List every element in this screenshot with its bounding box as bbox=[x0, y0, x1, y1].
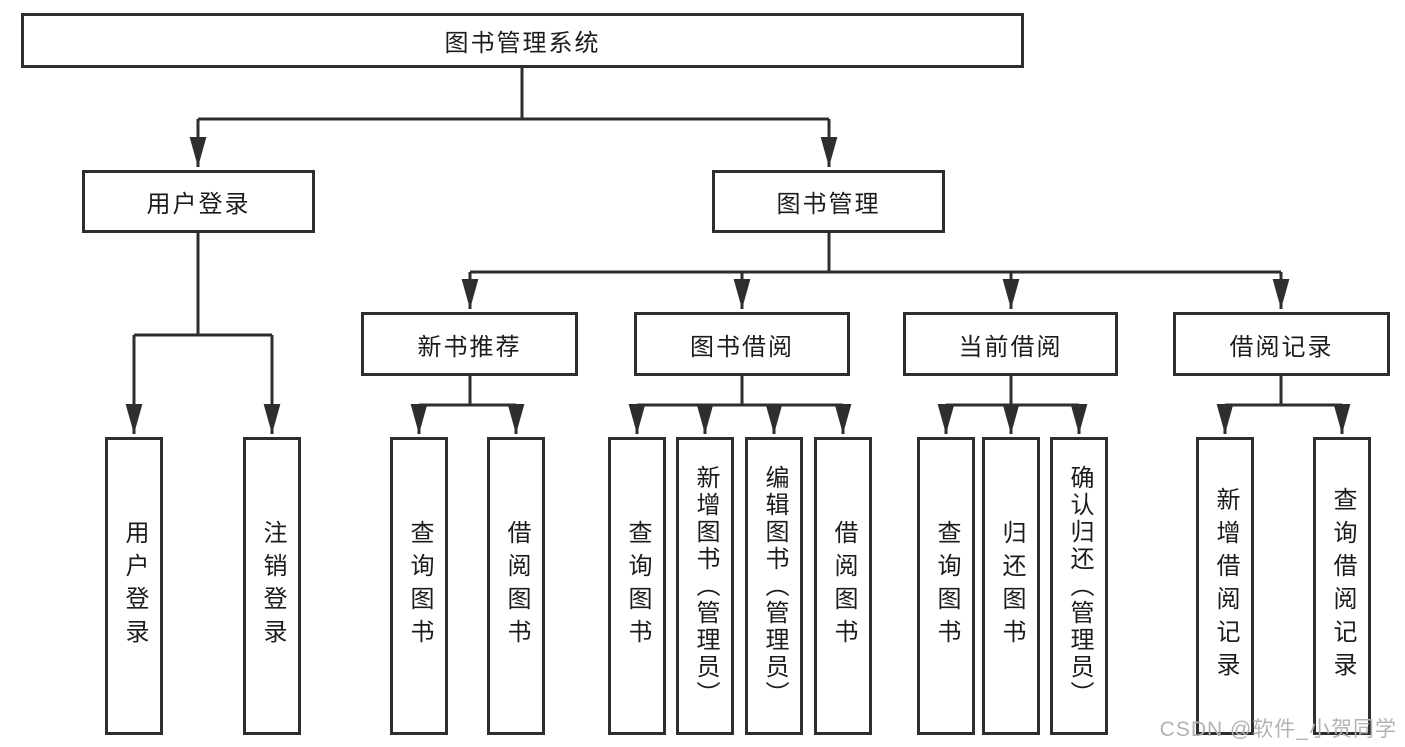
leaf-query-borrow-record: 查询借阅记录 bbox=[1313, 437, 1371, 735]
node-label: 查询借阅记录 bbox=[1329, 487, 1356, 685]
node-label: 新增借阅记录 bbox=[1212, 487, 1239, 685]
node-label: 当前借阅 bbox=[958, 333, 1063, 361]
node-label: 注销登录 bbox=[259, 520, 286, 652]
leaf-query-books-borrowing: 查询图书 bbox=[608, 437, 666, 735]
node-label: 新书推荐 bbox=[417, 333, 522, 361]
csdn-watermark: CSDN @软件_小贺同学 bbox=[1159, 718, 1397, 741]
node-label: 确认归还（管理员） bbox=[1066, 464, 1093, 708]
node-library-system: 图书管理系统 bbox=[21, 13, 1024, 68]
node-borrowing-records: 借阅记录 bbox=[1173, 312, 1390, 376]
leaf-confirm-return-admin: 确认归还（管理员） bbox=[1050, 437, 1108, 735]
leaf-edit-books-admin: 编辑图书（管理员） bbox=[745, 437, 803, 735]
leaf-borrow-books-recommend: 借阅图书 bbox=[487, 437, 545, 735]
node-label: 用户登录 bbox=[146, 191, 251, 218]
leaf-add-borrow-record: 新增借阅记录 bbox=[1196, 437, 1254, 735]
node-label: 编辑图书（管理员） bbox=[761, 464, 788, 708]
node-label: 图书借阅 bbox=[690, 333, 794, 361]
leaf-add-books-admin: 新增图书（管理员） bbox=[676, 437, 734, 735]
node-label: 借阅图书 bbox=[503, 520, 530, 652]
leaf-return-books: 归还图书 bbox=[982, 437, 1040, 735]
leaf-user-login: 用户登录 bbox=[105, 437, 163, 735]
leaf-query-books-current: 查询图书 bbox=[917, 437, 975, 735]
node-label: 借阅记录 bbox=[1229, 333, 1334, 361]
node-label: 图书管理系统 bbox=[444, 30, 601, 57]
leaf-logout: 注销登录 bbox=[243, 437, 301, 735]
node-label: 用户登录 bbox=[121, 520, 148, 652]
node-new-book-recommend: 新书推荐 bbox=[361, 312, 578, 376]
node-user-login: 用户登录 bbox=[82, 170, 315, 233]
node-label: 查询图书 bbox=[933, 520, 960, 652]
node-current-borrowing: 当前借阅 bbox=[903, 312, 1118, 376]
leaf-query-books-recommend: 查询图书 bbox=[390, 437, 448, 735]
node-label: 查询图书 bbox=[406, 520, 433, 652]
node-label: 图书管理 bbox=[776, 191, 881, 218]
node-label: 归还图书 bbox=[998, 520, 1025, 652]
node-book-management: 图书管理 bbox=[712, 170, 945, 233]
node-label: 借阅图书 bbox=[830, 520, 857, 652]
leaf-borrow-books: 借阅图书 bbox=[814, 437, 872, 735]
node-book-borrowing: 图书借阅 bbox=[634, 312, 850, 376]
node-label: 查询图书 bbox=[624, 520, 651, 652]
node-label: 新增图书（管理员） bbox=[692, 464, 719, 708]
